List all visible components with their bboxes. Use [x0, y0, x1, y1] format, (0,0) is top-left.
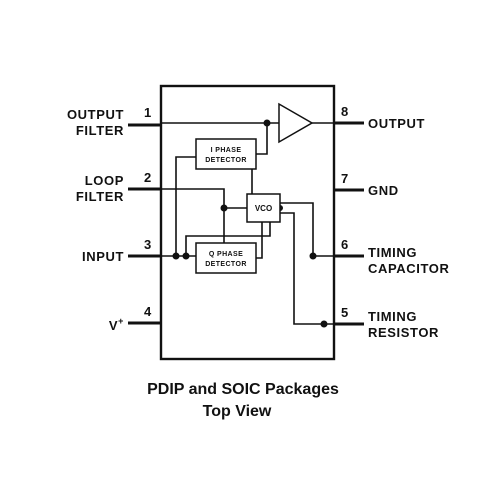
caption-line2: Top View — [203, 403, 272, 420]
vco-label: VCO — [255, 204, 272, 213]
pin-6-label-line2: CAPACITOR — [368, 261, 449, 276]
q-phase-detector-block — [195, 242, 257, 274]
pin-7-number: 7 — [341, 171, 348, 186]
wire-vco-to-pin5 — [280, 212, 334, 325]
pin-4-number: 4 — [144, 304, 152, 319]
q-phase-detector-label-line1: Q PHASE — [209, 251, 243, 258]
pin-4-label: V+ — [109, 316, 124, 333]
junction-input-b — [182, 252, 190, 260]
i-phase-detector-label-line1: I PHASE — [211, 147, 242, 154]
pin-1-label-line1: OUTPUT — [67, 107, 124, 122]
wire-vco-to-pin6 — [280, 202, 334, 257]
pin-3-label: INPUT — [82, 249, 124, 264]
junction-pin1 — [263, 119, 271, 127]
pin-5-label-line1: TIMING — [368, 309, 417, 324]
pin-4-label-superscript: + — [118, 316, 124, 326]
pin-4-label-main: V — [109, 318, 118, 333]
pin-2-label-line1: LOOP — [85, 173, 124, 188]
wire-input-to-iphase — [175, 156, 196, 256]
pin-7-label: GND — [368, 183, 399, 198]
junction-pin5 — [320, 320, 328, 328]
pin-1-label-line2: FILTER — [76, 123, 124, 138]
pin-3-number: 3 — [144, 237, 151, 252]
junction-pin6 — [309, 252, 317, 260]
junction-loop-filter — [220, 204, 228, 212]
pin-6-number: 6 — [341, 237, 348, 252]
caption-line1: PDIP and SOIC Packages — [147, 381, 339, 398]
pin-1-number: 1 — [144, 105, 151, 120]
wire-vco-to-qphase-a — [185, 222, 271, 256]
wire-pin2-loop — [161, 188, 225, 208]
pin-2-label-line2: FILTER — [76, 189, 124, 204]
q-phase-detector-label-line2: DETECTOR — [205, 261, 247, 268]
i-phase-detector-label-line2: DETECTOR — [205, 157, 247, 164]
pin-5-number: 5 — [341, 305, 348, 320]
wire-iphase-output — [256, 123, 268, 155]
pin-8-label: OUTPUT — [368, 116, 425, 131]
pin-6-label-line1: TIMING — [368, 245, 417, 260]
pin-5-label-line2: RESISTOR — [368, 325, 439, 340]
output-buffer-amplifier-icon — [278, 102, 314, 144]
pin-2-number: 2 — [144, 170, 151, 185]
vco-block — [246, 193, 281, 223]
junction-input-a — [172, 252, 180, 260]
i-phase-detector-block — [195, 138, 257, 170]
pin-8-number: 8 — [341, 104, 348, 119]
